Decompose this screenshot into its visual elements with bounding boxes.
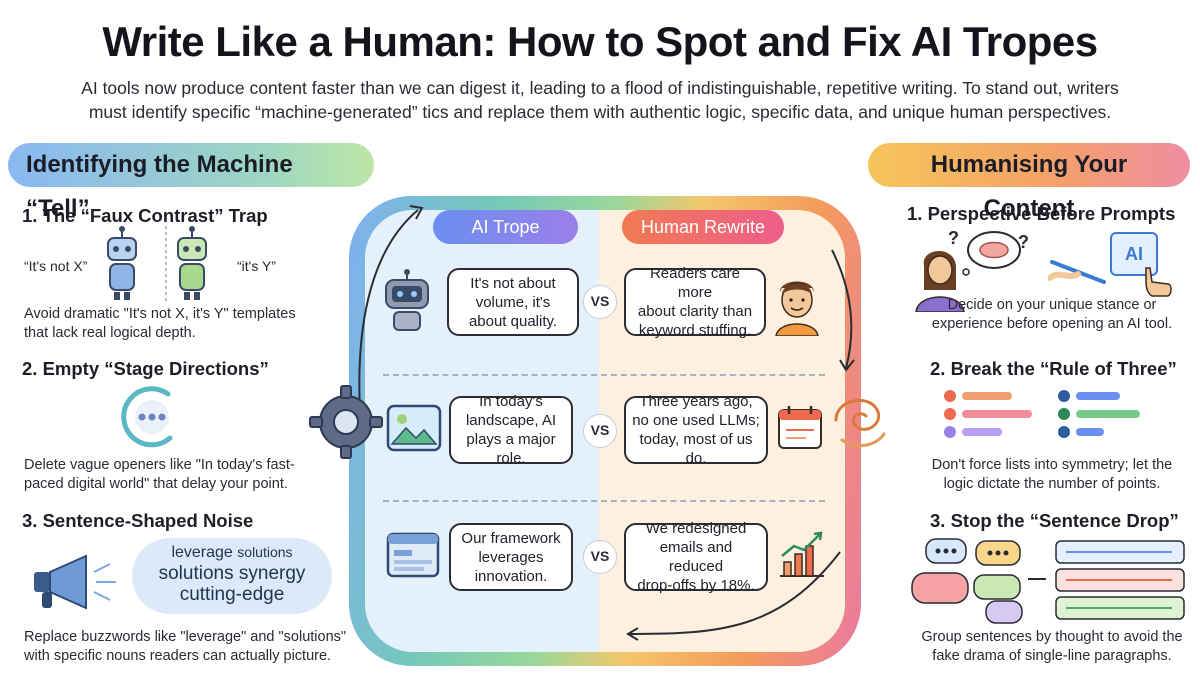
human-rewrite-bubble-1: Readers care more about clarity than key… bbox=[624, 265, 766, 339]
ai-trope-3-line-1: Our framework bbox=[461, 529, 561, 547]
left-item-2-title: 2. Empty “Stage Directions” bbox=[22, 358, 269, 379]
ai-trope-bubble-3: Our framework leverages innovation. bbox=[449, 523, 573, 591]
ai-trope-2-line-2: landscape, AI bbox=[465, 412, 557, 429]
left-item-1-desc: Avoid dramatic "It's not X, it's Y" temp… bbox=[24, 305, 296, 343]
human-rewrite-3-line-2: emails and reduced bbox=[659, 539, 733, 575]
robot-split-icon bbox=[107, 226, 207, 302]
left-item-1-desc-line-2: that lack real logical depth. bbox=[24, 325, 196, 341]
ai-trope-bubble-1: It's not about volume, it's about qualit… bbox=[447, 268, 579, 336]
browser-window-icon bbox=[386, 532, 440, 578]
ai-trope-3-line-3: innovation. bbox=[474, 567, 548, 585]
uneven-list-icon bbox=[944, 390, 1140, 438]
ai-trope-2-line-3: plays a major role. bbox=[466, 431, 556, 467]
row-divider-1 bbox=[383, 374, 825, 376]
human-rewrite-1-line-2: about clarity than bbox=[637, 303, 753, 320]
human-rewrite-1-line-3: keyword stuffing. bbox=[638, 322, 752, 339]
right-item-2-desc: Don't force lists into symmetry; let the… bbox=[904, 456, 1200, 494]
left-item-2-desc-line-1: Delete vague openers like "In today's fa… bbox=[24, 457, 295, 473]
right-item-1-desc-line-2: experience before opening an AI tool. bbox=[931, 316, 1173, 332]
vs-badge-1: VS bbox=[583, 285, 617, 319]
left-item-3-desc-line-1: Replace buzzwords like "leverage" and "s… bbox=[24, 629, 347, 645]
right-section-heading: Humanising Your Content bbox=[868, 143, 1190, 222]
svg-text:?: ? bbox=[1018, 232, 1029, 252]
intro-paragraph: AI tools now produce content faster than… bbox=[40, 76, 1160, 124]
human-rewrite-bubble-2: Three years ago, no one used LLMs; today… bbox=[624, 393, 768, 467]
left-item-2-desc: Delete vague openers like "In today's fa… bbox=[24, 456, 295, 494]
page-title: Write Like a Human: How to Spot and Fix … bbox=[102, 18, 1098, 65]
right-item-3-desc-line-2: fake drama of single-line paragraphs. bbox=[932, 648, 1172, 664]
human-rewrite-2-line-3: today, most of us do. bbox=[639, 431, 753, 467]
pen-icon bbox=[1048, 260, 1106, 284]
human-rewrite-2-line-2: no one used LLMs; bbox=[632, 412, 760, 429]
buzzword-solutions-small: solutions bbox=[237, 544, 293, 560]
chat-grouping-icon bbox=[911, 538, 1185, 624]
intro-line-1: AI tools now produce content faster than… bbox=[81, 78, 1119, 98]
vs-badge-2: VS bbox=[583, 414, 617, 448]
row-divider-2 bbox=[383, 500, 825, 502]
right-item-3-desc: Group sentences by thought to avoid the … bbox=[904, 628, 1200, 666]
human-rewrite-bubble-3: We redesigned emails and reduced drop-of… bbox=[624, 520, 768, 594]
faux-contrast-quote-a: “It's not X” bbox=[24, 258, 88, 274]
megaphone-icon bbox=[34, 554, 116, 610]
svg-text:?: ? bbox=[948, 228, 959, 248]
left-item-2-desc-line-2: paced digital world" that delay your poi… bbox=[24, 476, 288, 492]
thinking-person-icon: ? ? bbox=[915, 228, 1029, 312]
right-item-3-desc-line-1: Group sentences by thought to avoid the bbox=[921, 629, 1183, 645]
loading-dots-icon bbox=[121, 386, 173, 448]
buzzword-synergy: synergy bbox=[238, 563, 306, 584]
left-section-heading: Identifying the Machine “Tell” bbox=[8, 143, 374, 222]
ai-trope-2-line-1: In today's bbox=[479, 393, 543, 410]
human-rewrite-label: Human Rewrite bbox=[622, 210, 784, 244]
gear-icon bbox=[309, 385, 383, 459]
bar-chart-icon bbox=[780, 531, 824, 577]
image-icon bbox=[386, 404, 442, 452]
faux-contrast-quote-b: “it's Y” bbox=[237, 258, 276, 274]
buzzword-cloud-text: leverage solutions solutions synergy cut… bbox=[132, 542, 332, 605]
calendar-icon bbox=[778, 406, 822, 449]
human-rewrite-1-line-1: Readers care more bbox=[649, 265, 741, 301]
human-rewrite-3-line-1: We redesigned bbox=[645, 520, 747, 537]
person-icon bbox=[775, 281, 819, 336]
buzzword-cloud bbox=[132, 538, 332, 614]
ai-trope-1-line-3: about quality. bbox=[468, 312, 558, 330]
left-item-3-title: 3. Sentence-Shaped Noise bbox=[22, 510, 254, 531]
ai-trope-bubble-2: In today's landscape, AI plays a major r… bbox=[449, 393, 573, 467]
right-item-2-title: 2. Break the “Rule of Three” bbox=[930, 358, 1177, 379]
vs-badge-3: VS bbox=[583, 540, 617, 574]
buzzword-cutting-edge: cutting-edge bbox=[179, 584, 285, 605]
right-item-2-desc-line-1: Don't force lists into symmetry; let the bbox=[931, 457, 1173, 473]
left-item-3-desc: Replace buzzwords like "leverage" and "s… bbox=[24, 628, 346, 666]
intro-line-2: must identify specific “machine-generate… bbox=[88, 102, 1112, 122]
robot-icon bbox=[385, 269, 429, 331]
left-item-1-title: 1. The “Faux Contrast” Trap bbox=[22, 205, 268, 226]
ai-trope-1-line-1: It's not about bbox=[470, 274, 556, 292]
ai-trope-3-line-2: leverages bbox=[478, 548, 544, 566]
ai-trope-1-line-2: volume, it's bbox=[475, 293, 551, 311]
right-item-2-desc-line-2: logic dictate the number of points. bbox=[943, 476, 1161, 492]
right-item-1-desc: Decide on your unique stance or experien… bbox=[904, 296, 1200, 334]
right-item-1-desc-line-1: Decide on your unique stance or bbox=[947, 297, 1157, 313]
right-item-3-title: 3. Stop the “Sentence Drop” bbox=[930, 510, 1179, 531]
left-item-3-desc-line-2: with specific nouns readers can actually… bbox=[24, 648, 332, 664]
swirl-icon bbox=[834, 398, 886, 448]
pointing-hand-icon bbox=[1145, 267, 1172, 297]
human-rewrite-3-line-3: drop-offs by 18%. bbox=[637, 577, 755, 594]
right-item-1-title: 1. Perspective Before Prompts bbox=[907, 203, 1176, 224]
buzzword-leverage: leverage bbox=[171, 544, 233, 561]
left-item-1-desc-line-1: Avoid dramatic "It's not X, it's Y" temp… bbox=[24, 306, 296, 322]
buzzword-solutions: solutions bbox=[158, 563, 234, 584]
ai-trope-label: AI Trope bbox=[433, 210, 578, 244]
human-rewrite-2-line-1: Three years ago, bbox=[639, 393, 753, 410]
